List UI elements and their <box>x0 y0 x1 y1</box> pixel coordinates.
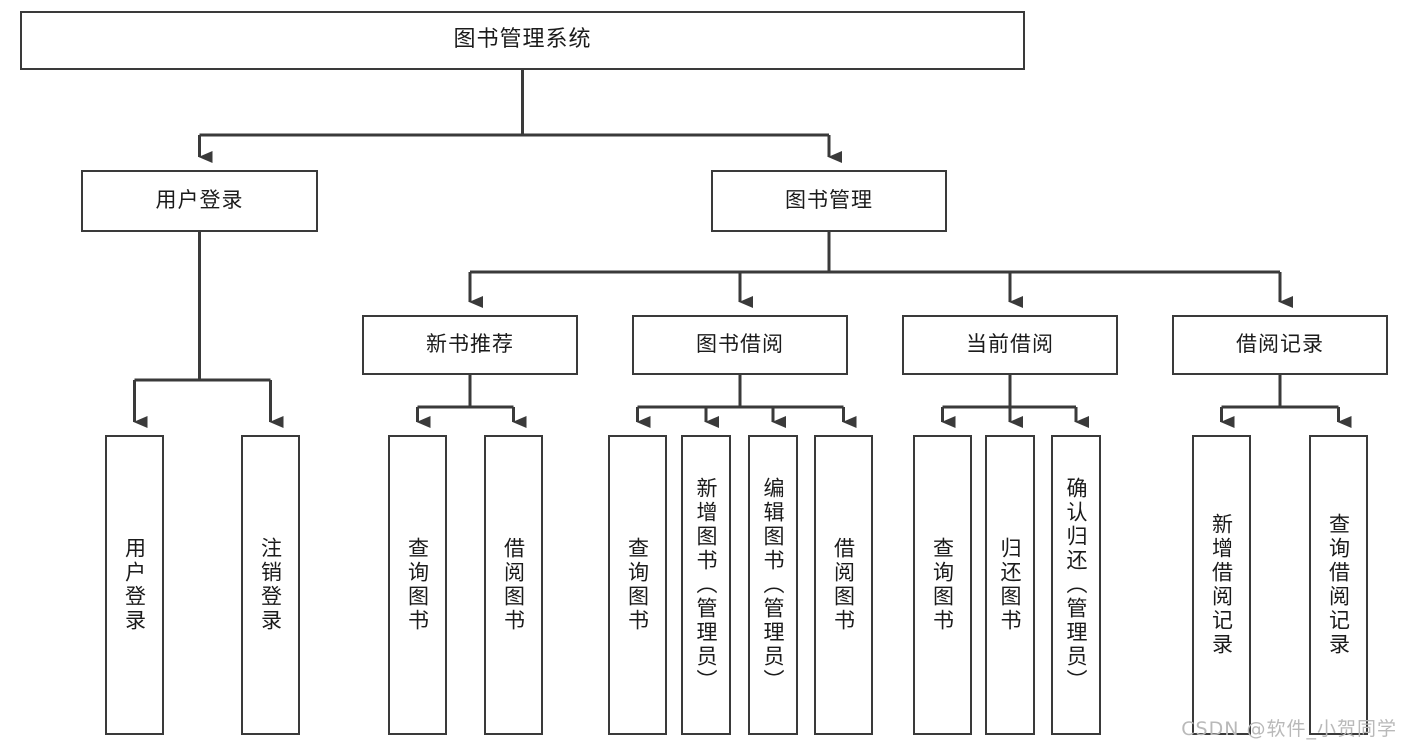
node-leaf-borrow-book-rec[interactable]: 借阅图书 <box>484 435 543 735</box>
node-root-label: 图书管理系统 <box>453 27 592 53</box>
node-leaf-query-book-borrow[interactable]: 查询图书 <box>608 435 667 735</box>
node-leaf-user-login[interactable]: 用户登录 <box>105 435 164 735</box>
node-leaf-label: 查询借阅记录 <box>1326 513 1351 657</box>
node-leaf-query-book-current[interactable]: 查询图书 <box>913 435 972 735</box>
node-leaf-label: 编辑图书（管理员） <box>761 477 786 693</box>
node-level2-book-management[interactable]: 图书管理 <box>711 170 947 232</box>
node-leaf-add-book-admin[interactable]: 新增图书（管理员） <box>681 435 731 735</box>
node-leaf-label: 借阅图书 <box>501 537 526 633</box>
node-leaf-label: 查询图书 <box>930 537 955 633</box>
node-root[interactable]: 图书管理系统 <box>20 11 1025 70</box>
node-leaf-add-borrow-record[interactable]: 新增借阅记录 <box>1192 435 1251 735</box>
node-leaf-label: 新增图书（管理员） <box>694 477 719 693</box>
node-leaf-label: 查询图书 <box>625 537 650 633</box>
node-level3-current-borrow-label: 当前借阅 <box>966 332 1054 357</box>
node-level3-current-borrow[interactable]: 当前借阅 <box>902 315 1118 375</box>
node-leaf-label: 借阅图书 <box>831 537 856 633</box>
node-level3-book-borrow[interactable]: 图书借阅 <box>632 315 848 375</box>
node-leaf-label: 归还图书 <box>998 537 1023 633</box>
node-leaf-logout[interactable]: 注销登录 <box>241 435 300 735</box>
node-leaf-return-book[interactable]: 归还图书 <box>985 435 1035 735</box>
node-level3-new-book-recommend[interactable]: 新书推荐 <box>362 315 578 375</box>
node-level2-book-management-label: 图书管理 <box>785 188 873 213</box>
watermark: CSDN @软件_小贺同学 <box>1181 718 1397 740</box>
node-leaf-label: 用户登录 <box>122 537 147 633</box>
node-leaf-borrow-book[interactable]: 借阅图书 <box>814 435 873 735</box>
node-leaf-label: 查询图书 <box>405 537 430 633</box>
node-leaf-confirm-return-admin[interactable]: 确认归还（管理员） <box>1051 435 1101 735</box>
node-leaf-label: 注销登录 <box>258 537 283 633</box>
node-leaf-label: 新增借阅记录 <box>1209 513 1234 657</box>
node-level2-user-login-label: 用户登录 <box>155 188 244 213</box>
node-leaf-query-borrow-record[interactable]: 查询借阅记录 <box>1309 435 1368 735</box>
node-level2-user-login[interactable]: 用户登录 <box>81 170 318 232</box>
node-level3-borrow-record[interactable]: 借阅记录 <box>1172 315 1388 375</box>
node-level3-book-borrow-label: 图书借阅 <box>696 332 784 357</box>
node-leaf-edit-book-admin[interactable]: 编辑图书（管理员） <box>748 435 798 735</box>
node-level3-borrow-record-label: 借阅记录 <box>1236 332 1324 357</box>
node-level3-new-book-recommend-label: 新书推荐 <box>426 332 514 357</box>
node-leaf-query-book-rec[interactable]: 查询图书 <box>388 435 447 735</box>
node-leaf-label: 确认归还（管理员） <box>1064 477 1089 693</box>
